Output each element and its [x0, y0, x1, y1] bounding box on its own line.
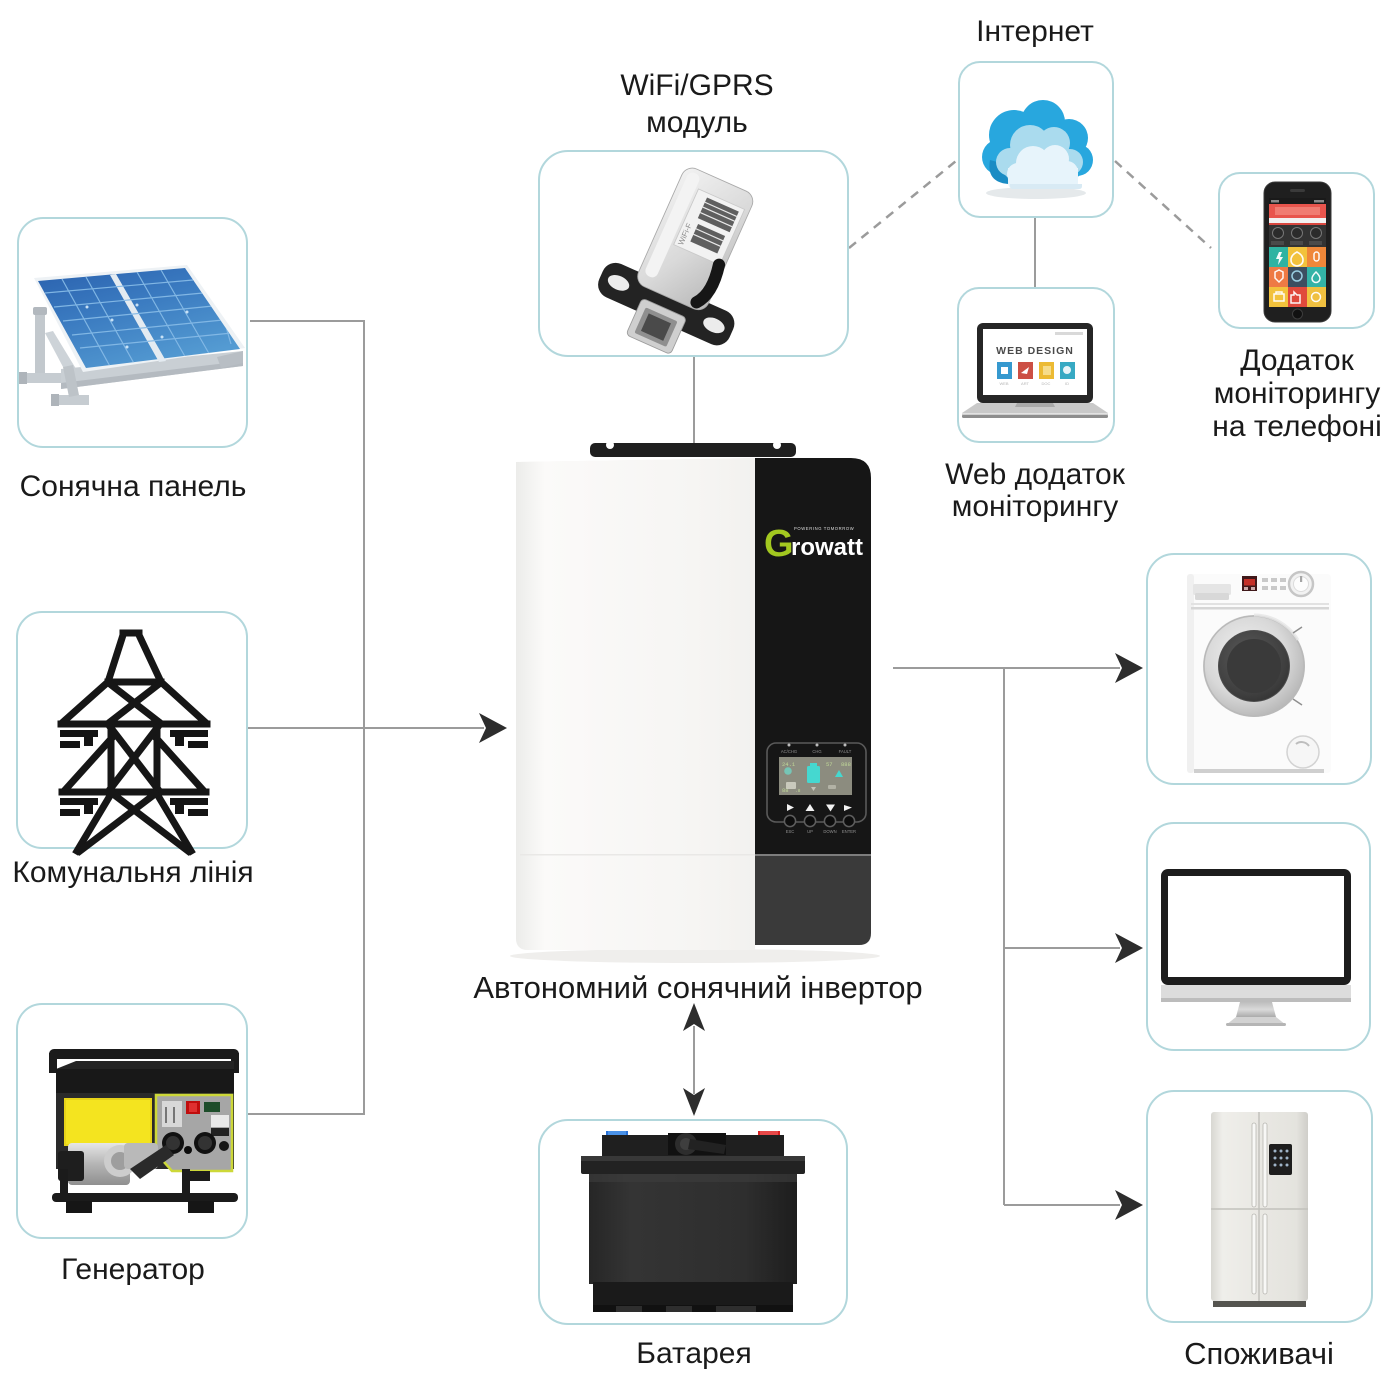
svg-text:DOWN: DOWN [823, 829, 836, 834]
svg-text:ART: ART [1021, 381, 1029, 386]
svg-text:rowatt: rowatt [791, 534, 863, 561]
svg-text:FAULT: FAULT [839, 749, 852, 754]
svg-text:AC/CHG: AC/CHG [781, 749, 797, 754]
svg-text:WEB: WEB [999, 381, 1008, 386]
svg-text:ESC: ESC [786, 829, 795, 834]
svg-text:888: 888 [841, 761, 851, 768]
svg-text:CHG: CHG [812, 749, 821, 754]
svg-text:WEB DESIGN: WEB DESIGN [996, 345, 1074, 357]
svg-text:ID: ID [1065, 381, 1069, 386]
svg-text:.8: .8 [795, 788, 801, 794]
svg-text:DOC: DOC [1042, 381, 1051, 386]
svg-text:88: 88 [782, 787, 789, 794]
svg-text:G: G [764, 523, 794, 565]
svg-text:UP: UP [807, 829, 813, 834]
svg-text:ENTER: ENTER [842, 829, 856, 834]
svg-text:57: 57 [826, 761, 833, 768]
svg-text:24.1: 24.1 [782, 761, 796, 768]
svg-text:POWERING TOMORROW: POWERING TOMORROW [794, 526, 854, 531]
